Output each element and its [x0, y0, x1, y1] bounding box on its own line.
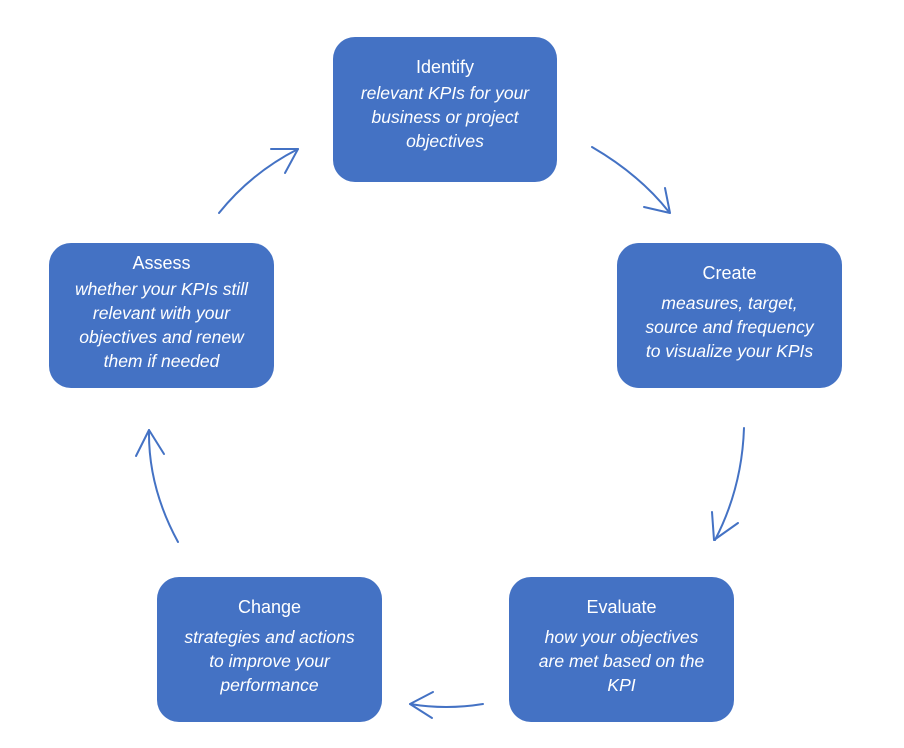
node-description-line: objectives and renew — [79, 327, 244, 347]
arrow-change-to-assess — [135, 429, 179, 543]
node-description-line: how your objectives — [544, 627, 699, 647]
node-description-line: performance — [220, 675, 319, 695]
node-description: whether your KPIs still relevant with yo… — [63, 277, 260, 373]
node-description-line: are met based on the — [538, 651, 705, 671]
node-description-line: to visualize your KPIs — [645, 341, 814, 361]
node-identify: Identify relevant KPIs for your business… — [333, 37, 557, 182]
arrow-assess-to-identify — [218, 148, 299, 214]
arrow-create-to-evaluate — [711, 427, 745, 541]
node-description-line: objectives — [406, 131, 484, 151]
node-title: Create — [702, 263, 757, 283]
node-evaluate: Evaluate how your objectives are met bas… — [509, 577, 734, 722]
arrow-evaluate-to-change — [409, 691, 484, 719]
node-description-line: to improve your — [209, 651, 330, 671]
node-title: Identify — [415, 57, 475, 77]
node-assess: Assess whether your KPIs still relevant … — [49, 243, 274, 388]
node-description-line: relevant with your — [92, 303, 231, 323]
node-description-line: source and frequency — [645, 317, 814, 337]
node-title: Change — [237, 597, 302, 617]
node-change: Change strategies and actions to improve… — [157, 577, 382, 722]
node-description-line: them if needed — [103, 351, 220, 371]
node-create: Create measures, target, source and freq… — [617, 243, 842, 388]
node-description-line: business or project — [371, 107, 519, 127]
node-description-line: KPI — [607, 675, 636, 695]
node-description-line: whether your KPIs still — [74, 279, 249, 299]
node-description-line: relevant KPIs for your — [360, 83, 530, 103]
node-description: relevant KPIs for your business or proje… — [347, 81, 543, 153]
node-title: Assess — [132, 253, 191, 273]
node-description-line: measures, target, — [661, 293, 798, 313]
node-description: strategies and actions to improve your p… — [171, 625, 368, 697]
node-title: Evaluate — [586, 597, 657, 617]
node-description: how your objectives are met based on the… — [523, 625, 720, 697]
node-description-line: strategies and actions — [184, 627, 355, 647]
arrow-identify-to-create — [591, 146, 671, 214]
node-description: measures, target, source and frequency t… — [631, 291, 828, 363]
